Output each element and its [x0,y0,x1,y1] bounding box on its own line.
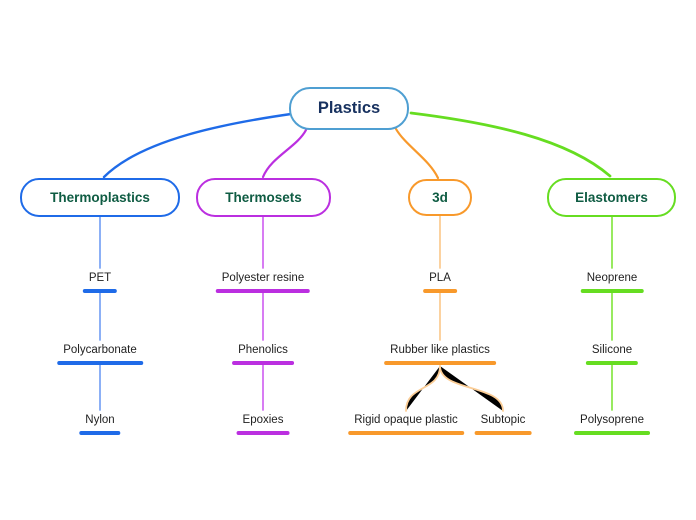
topic-underline [580,289,644,293]
topic-underline [574,431,650,435]
topic-underline [585,361,639,365]
topic-rubber-like-plastics-label: Rubber like plastics [390,344,490,356]
link-plastics-elastomers [409,111,612,178]
topic-underline [474,431,532,435]
topic-nylon-label: Nylon [85,414,115,426]
topic-subtopic[interactable]: Subtopic [474,413,532,435]
topic-polyester-resine-label: Polyester resine [221,272,305,284]
node-elastomers-label: Elastomers [575,190,648,205]
topic-underline [57,361,143,365]
node-thermoplastics[interactable]: Thermoplastics [20,178,180,217]
topic-silicone[interactable]: Silicone [585,343,639,365]
node-3d[interactable]: 3d [408,179,472,216]
topic-underline [423,289,457,293]
node-plastics[interactable]: Plastics [289,87,409,130]
link-plastics-3d [394,127,440,180]
topic-polysoprene[interactable]: Polysoprene [574,413,650,435]
topic-polycarbonate[interactable]: Polycarbonate [57,343,143,365]
links-3d-children [405,215,504,412]
topic-underline [215,289,311,293]
topic-underline [232,361,294,365]
topic-phenolics[interactable]: Phenolics [232,343,294,365]
topic-pla-label: PLA [429,272,451,284]
topic-underline [79,431,121,435]
link-plastics-thermosets [261,128,308,179]
topic-polycarbonate-label: Polycarbonate [63,344,137,356]
topic-underline [384,361,496,365]
node-thermosets[interactable]: Thermosets [196,178,331,217]
topic-rigid-opaque-plastic-label: Rigid opaque plastic [354,414,458,426]
node-thermoplastics-label: Thermoplastics [50,190,150,205]
node-elastomers[interactable]: Elastomers [547,178,676,217]
topic-phenolics-label: Phenolics [238,344,288,356]
link-plastics-thermoplastics [102,112,293,179]
topic-underline [82,289,118,293]
topic-pet-label: PET [88,272,112,284]
topic-underline [236,431,290,435]
topic-nylon[interactable]: Nylon [79,413,121,435]
topic-silicone-label: Silicone [591,344,633,356]
topic-polyester-resine[interactable]: Polyester resine [215,271,311,293]
topic-pet[interactable]: PET [82,271,118,293]
topic-neoprene[interactable]: Neoprene [580,271,644,293]
topic-rigid-opaque-plastic[interactable]: Rigid opaque plastic [348,413,464,435]
topic-pla[interactable]: PLA [423,271,457,293]
topic-epoxies-label: Epoxies [242,414,284,426]
topic-underline [348,431,464,435]
topic-subtopic-label: Subtopic [480,414,526,426]
node-thermosets-label: Thermosets [225,190,302,205]
node-3d-label: 3d [432,190,448,205]
topic-epoxies[interactable]: Epoxies [236,413,290,435]
topic-rubber-like-plastics[interactable]: Rubber like plastics [384,343,496,365]
topic-polysoprene-label: Polysoprene [580,414,644,426]
topic-neoprene-label: Neoprene [586,272,638,284]
node-plastics-label: Plastics [317,99,381,117]
